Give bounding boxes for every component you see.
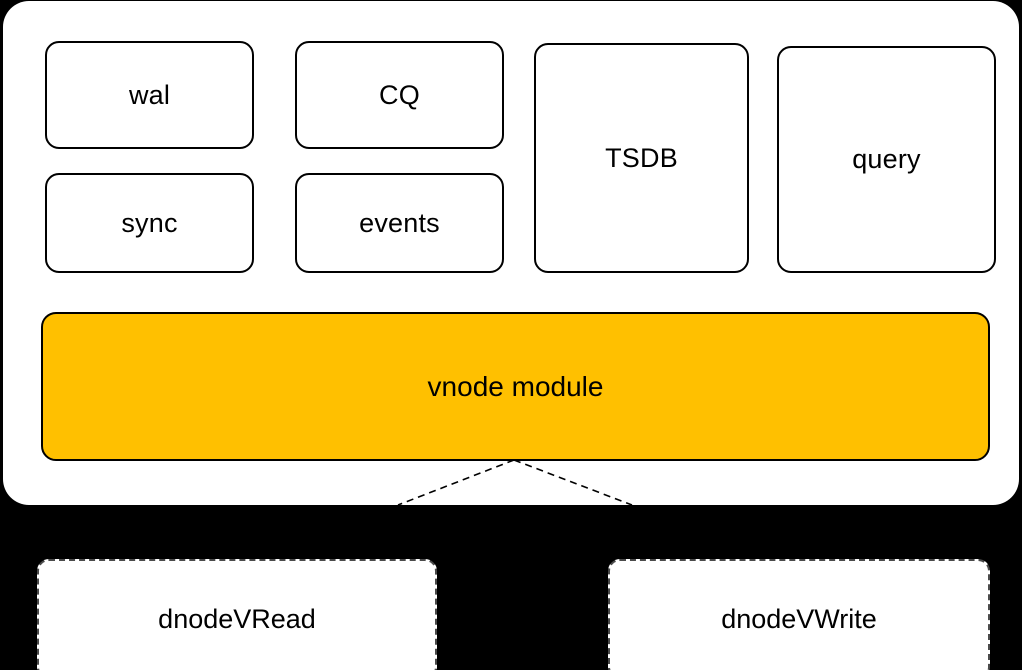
module-label-events: events — [359, 207, 440, 238]
module-label-query: query — [852, 144, 921, 174]
dnode-label-dnodevread: dnodeVRead — [158, 603, 316, 634]
module-label-cq: CQ — [379, 79, 420, 110]
module-box-cq[interactable]: CQ — [295, 41, 504, 149]
module-box-query[interactable]: query — [777, 46, 996, 273]
module-box-sync[interactable]: sync — [45, 173, 254, 273]
dnode-box-dnodevread[interactable]: dnodeVRead — [37, 559, 437, 670]
vnode-container: wal CQ TSDB query sync events vnode modu… — [3, 1, 1019, 505]
module-box-events[interactable]: events — [295, 173, 504, 273]
module-label-sync: sync — [121, 207, 178, 238]
module-label-wal: wal — [128, 79, 171, 110]
dnode-box-dnodevwrite[interactable]: dnodeVWrite — [608, 559, 990, 670]
module-box-tsdb[interactable]: TSDB — [534, 43, 749, 273]
module-label-tsdb: TSDB — [605, 142, 678, 173]
vnode-module-label: vnode module — [427, 370, 604, 402]
dnode-label-dnodevwrite: dnodeVWrite — [721, 603, 877, 634]
module-box-wal[interactable]: wal — [45, 41, 254, 149]
vnode-module-bar[interactable]: vnode module — [41, 312, 990, 461]
